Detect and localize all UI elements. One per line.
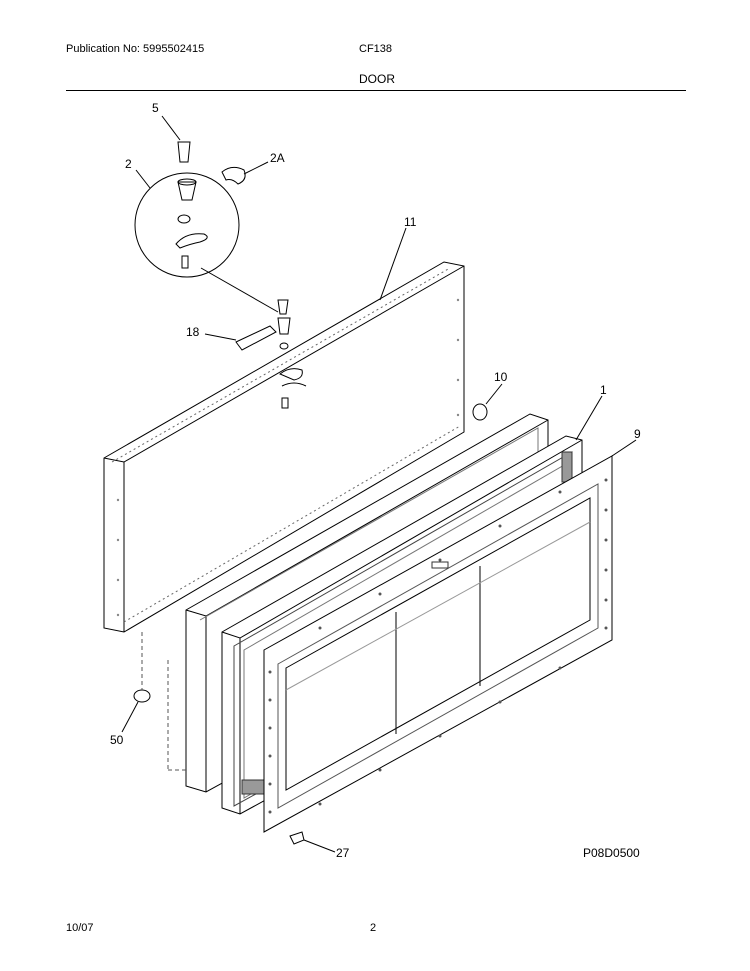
bottom-hinge-washer: [133, 689, 151, 703]
footer-date: 10/07: [66, 922, 94, 934]
callout-27: 27: [336, 846, 350, 860]
alignment-lines: [141, 632, 186, 771]
door-panel: [103, 261, 465, 633]
model-number: CF138: [359, 43, 393, 55]
section-title: DOOR: [359, 72, 395, 86]
leader-lines: [121, 115, 637, 853]
door-handle-part: [235, 325, 277, 351]
hinge-detail: [134, 172, 279, 313]
callout-1: 1: [600, 383, 607, 397]
publication-number: Publication No: 5995502415: [66, 43, 205, 55]
callout-5: 5: [152, 101, 159, 115]
callout-10: 10: [494, 370, 508, 384]
screw: [289, 831, 305, 845]
hinge-clip: [221, 166, 246, 185]
page-number: 2: [370, 922, 377, 934]
callout-2a: 2A: [270, 151, 285, 165]
callout-18: 18: [186, 325, 200, 339]
illustration-code: P08D0500: [583, 846, 640, 860]
callout-50: 50: [110, 733, 124, 747]
hinge-assembly: [277, 299, 307, 409]
hinge-pin: [177, 141, 191, 163]
callout-11: 11: [404, 215, 417, 229]
inner-door-liner: [263, 455, 613, 833]
header-rule: [66, 90, 686, 91]
callout-labels: 5 2 2A 11 18 10 1 9 50 27: [110, 101, 641, 860]
callout-2: 2: [125, 157, 132, 171]
callout-9: 9: [634, 427, 641, 441]
plug-button: [472, 403, 488, 421]
